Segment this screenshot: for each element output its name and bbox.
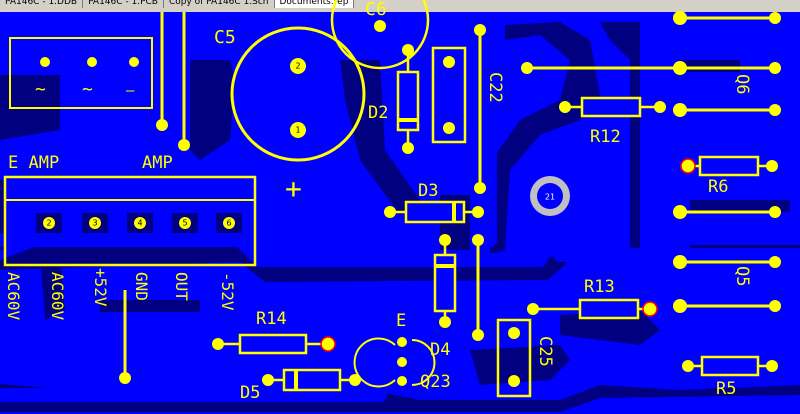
jumper-c22-pad-top[interactable] [474,24,486,36]
via-21-number: 21 [545,193,555,202]
q5-label: Q5 [732,266,752,286]
jumper-wires [123,12,186,378]
r6-label: R6 [708,177,728,197]
r14-resistor[interactable]: R14 [212,309,336,355]
c22-capacitor[interactable]: C22 [431,46,505,144]
q-pads[interactable] [521,11,781,313]
pin-number-5: 5 [182,219,187,228]
power-connector[interactable]: 2 3 4 5 6 [3,175,257,267]
bridge-rectifier[interactable]: ~ ~ — [9,37,153,109]
r13-resistor[interactable]: R13 [527,277,658,320]
connector-pads[interactable] [36,213,242,233]
pin-label-minus52v: -52V [218,272,237,311]
connector-pin-labels: AC60V AC60V +52V GND OUT -52V [4,268,237,321]
d4-diode[interactable]: D4 [430,234,457,360]
jumper-d4-pad-bottom[interactable] [472,329,484,341]
c5-pad-2-number: 2 [295,62,300,71]
via-21[interactable]: 21 [530,176,570,216]
r6-resistor[interactable]: R6 [680,155,778,197]
r5-resistor[interactable]: R5 [682,355,778,399]
d5-diode[interactable]: D5 [240,368,361,403]
c5-pad-1-number: 1 [295,126,300,135]
pin-number-3: 3 [92,219,97,228]
r12-resistor[interactable]: R12 [559,96,666,147]
d4-label: D4 [430,340,450,360]
ac-symbol-2: ~ [82,79,93,100]
c5-polarity-mark: + [285,172,302,205]
c25-capacitor[interactable]: C25 [496,318,555,398]
tab-pa146c-pcb[interactable]: PA146C - 1.PCB [83,0,164,8]
c6-pad[interactable] [374,20,386,32]
dash-symbol: — [126,83,135,99]
d2-diode[interactable]: D2 [368,44,420,154]
amp-label: AMP [142,153,173,173]
pin-label-ac60v-2: AC60V [48,272,67,321]
wire-pad-2[interactable] [178,139,190,151]
jumper-d4-pad-top[interactable] [472,234,484,246]
q6-jumpers [527,16,775,308]
q23-transistor[interactable]: E Q23 [353,311,451,392]
tab-pa146c-ddb[interactable]: PA146C - 1.DDB [0,0,84,8]
pin-number-2: 2 [46,219,51,228]
c6-label: C6 [365,0,387,20]
tab-copy-of-schematic[interactable]: Copy of PA146C 1.Sch [164,0,275,8]
wire-pad-1[interactable] [156,119,168,131]
e-amp-label: E AMP [8,153,59,173]
r12-label: R12 [590,127,621,147]
pin-label-ac60v-1: AC60V [4,272,23,321]
d3-diode[interactable]: D3 [384,181,484,224]
pin-label-gnd: GND [132,272,151,301]
q6-label: Q6 [732,74,752,94]
wire-pad-3[interactable] [119,372,131,384]
jumper-c22-pad-bottom[interactable] [474,182,486,194]
r13-label: R13 [584,277,615,297]
d3-label: D3 [418,181,438,201]
d2-label: D2 [368,103,388,123]
r5-label: R5 [716,379,736,399]
pin-number-4: 4 [137,219,142,228]
q23-label: Q23 [420,372,451,392]
c25-label: C25 [535,336,555,367]
c5-pad-1[interactable] [290,122,306,138]
q23-emitter-label: E [396,311,406,331]
d5-label: D5 [240,383,260,403]
r14-label: R14 [256,309,287,329]
c6-capacitor[interactable]: C6 [330,0,430,70]
pin-label-out: OUT [172,272,191,301]
c5-capacitor[interactable]: 2 1 C5 + [214,26,366,205]
c5-label: C5 [214,27,236,48]
tab-documents-rep[interactable]: Documents.rep [274,0,355,8]
ac-symbol-1: ~ [35,79,46,100]
pin-number-6: 6 [226,219,231,228]
pin-label-plus52v: +52V [91,268,110,307]
c22-label: C22 [485,72,505,103]
c5-pad-2[interactable] [290,58,306,74]
